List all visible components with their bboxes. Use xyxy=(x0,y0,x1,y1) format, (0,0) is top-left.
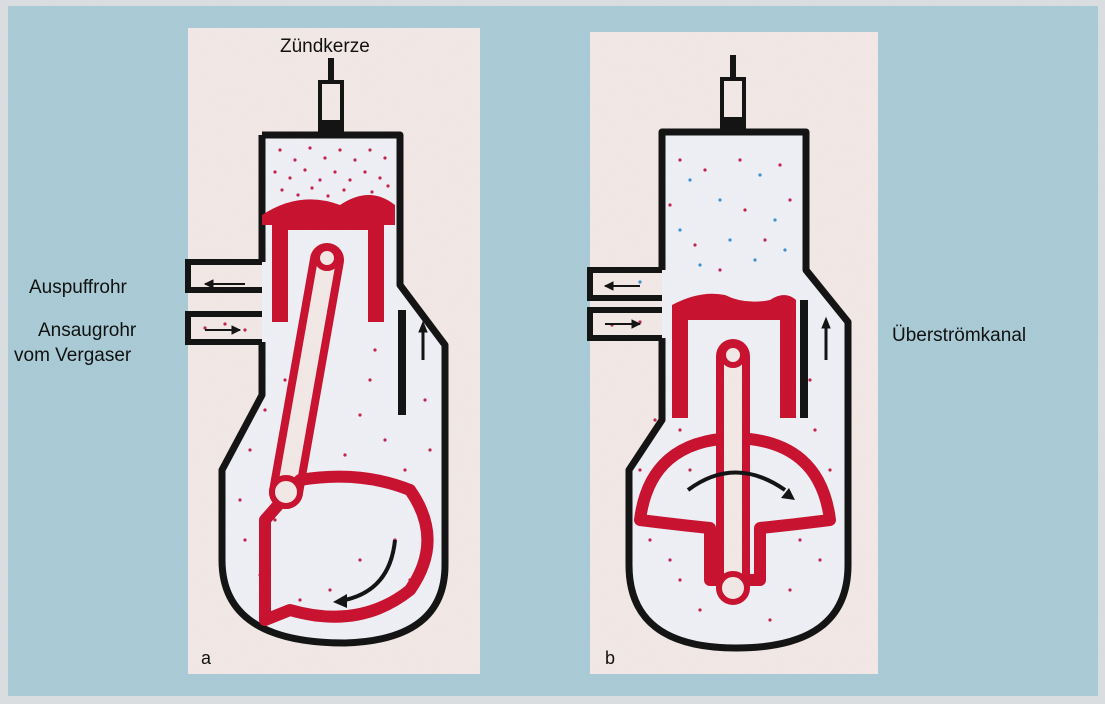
exhaust-pipe-label: Auspuffrohr xyxy=(29,277,127,299)
intake-pipe-label-line2: vom Vergaser xyxy=(14,345,131,367)
panel-a-letter: a xyxy=(201,648,211,669)
panel-b-letter: b xyxy=(605,648,615,669)
transfer-port-label: Überströmkanal xyxy=(892,325,1026,347)
intake-pipe-label-line1: Ansaugrohr xyxy=(38,320,136,342)
paper-grain xyxy=(8,6,1098,696)
spark-plug-label: Zündkerze xyxy=(280,36,370,58)
